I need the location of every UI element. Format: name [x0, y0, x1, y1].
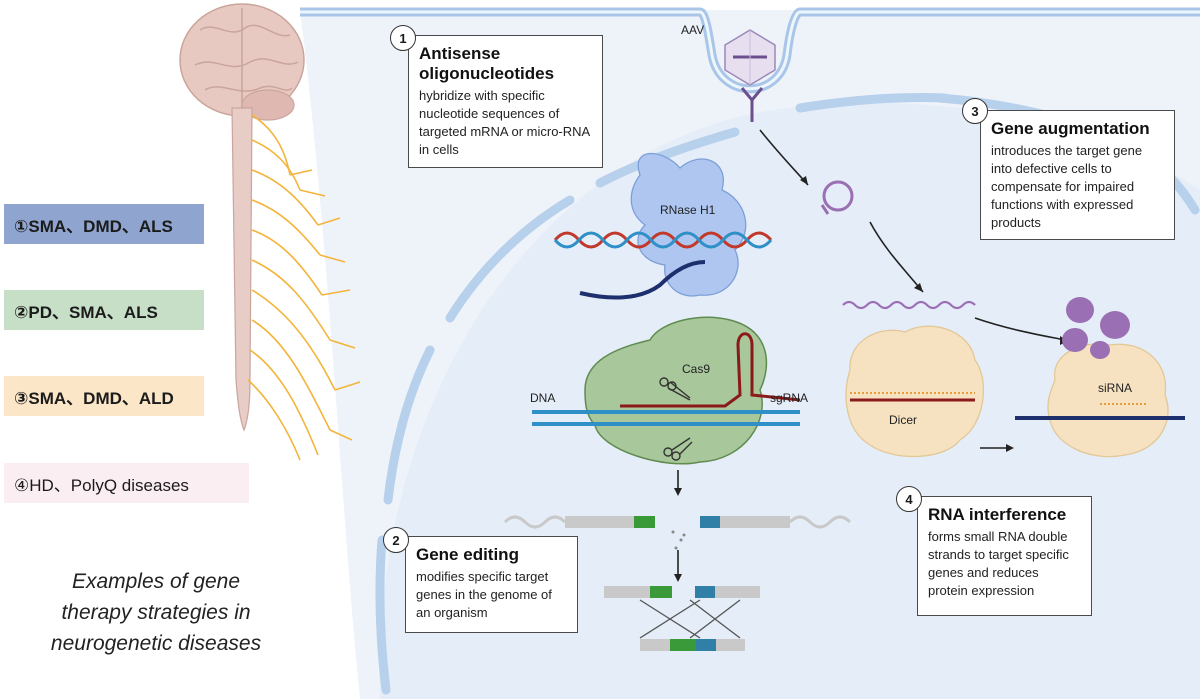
dicer-label: Dicer	[889, 413, 918, 427]
callout-title: Antisense oligonucleotides	[419, 44, 555, 83]
callout-antisense: Antisense oligonucleotides hybridize wit…	[408, 35, 603, 168]
disease-bar-4: ④HD、PolyQ diseases	[4, 463, 249, 503]
figure-caption: Examples of gene therapy strategies in n…	[20, 566, 292, 659]
aav-capsid	[724, 29, 776, 86]
callout-gene-editing: Gene editing modifies specific target ge…	[405, 536, 578, 633]
callout-title: RNA interference	[928, 505, 1067, 524]
disease-label: ④HD、PolyQ diseases	[14, 475, 189, 495]
callout-description: hybridize with specific nucleotide seque…	[419, 88, 590, 157]
dicer-complex	[845, 325, 985, 458]
cut-dna-fragments	[503, 515, 852, 651]
aav-label: AAV	[681, 23, 705, 37]
brain-illustration	[179, 3, 305, 121]
dna-blue-strand	[553, 231, 773, 249]
spinal-cord	[231, 107, 253, 432]
aav-receptor	[740, 87, 764, 122]
caption-line: neurogenetic diseases	[50, 632, 262, 655]
callout-title: Gene augmentation	[991, 119, 1150, 138]
callout-title: Gene editing	[416, 545, 519, 564]
callout-gene-augmentation: Gene augmentation introduces the target …	[980, 110, 1175, 240]
dna-red-strand	[553, 231, 773, 249]
disease-label: ①SMA、DMD、ALS	[14, 216, 173, 236]
disease-label: ②PD、SMA、ALS	[14, 302, 158, 322]
strategy-number-badge: 1	[390, 25, 416, 51]
aso-strand	[579, 260, 706, 300]
disease-label: ③SMA、DMD、ALD	[14, 388, 174, 408]
disease-bar-3: ③SMA、DMD、ALD	[4, 376, 204, 416]
strategy-number-badge: 4	[896, 486, 922, 512]
callout-description: modifies specific target genes in the ge…	[416, 569, 552, 620]
callout-rna-interference: RNA interference forms small RNA double …	[917, 496, 1092, 616]
sirna-label: siRNA	[1098, 381, 1133, 395]
mrna-strand	[842, 300, 976, 310]
cas9-label: Cas9	[682, 362, 711, 376]
risc-complex	[1047, 297, 1169, 458]
rnase-h1-complex	[630, 152, 747, 297]
strategy-number-badge: 2	[383, 527, 409, 553]
sgrna-label: sgRNA	[770, 391, 809, 405]
sgrna-strand	[620, 332, 801, 408]
callout-description: forms small RNA double strands to target…	[928, 529, 1069, 598]
rnase-h1-label: RNase H1	[660, 203, 716, 217]
disease-bar-2: ②PD、SMA、ALS	[4, 290, 204, 330]
strategy-number-badge: 3	[962, 98, 988, 124]
nerve-fibres	[247, 114, 361, 461]
cas9-complex	[584, 316, 768, 465]
dna-label: DNA	[530, 391, 556, 405]
callout-description: introduces the target gene into defectiv…	[991, 143, 1143, 230]
caption-line: therapy strategies in	[61, 601, 251, 624]
plasmid	[822, 180, 854, 212]
disease-bar-1: ①SMA、DMD、ALS	[4, 204, 204, 244]
caption-line: Examples of gene	[71, 570, 241, 593]
